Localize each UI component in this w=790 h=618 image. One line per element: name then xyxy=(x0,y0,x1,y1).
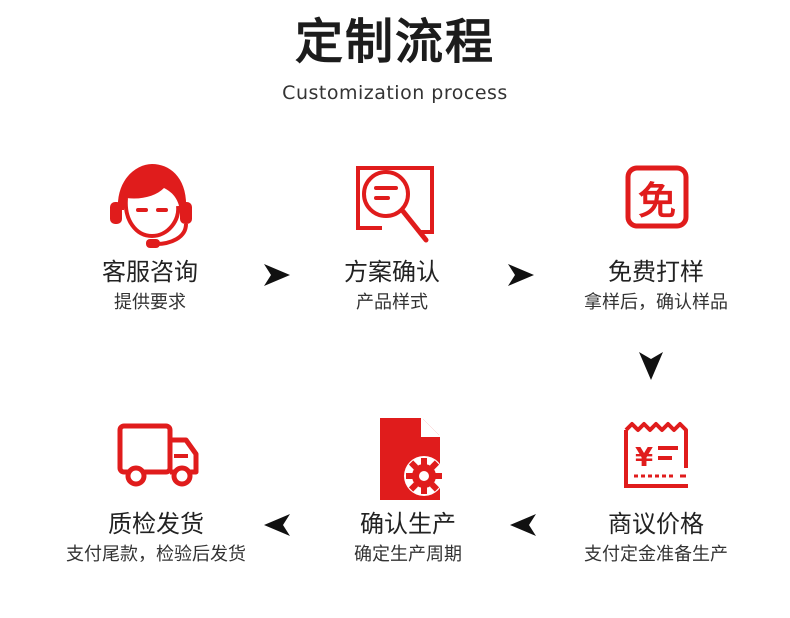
arrow-left-icon xyxy=(264,514,290,536)
arrow-down-icon xyxy=(639,352,663,380)
step-description: 拿样后，确认样品 xyxy=(584,292,728,313)
step-title: 商议价格 xyxy=(608,510,704,538)
step-title: 免费打样 xyxy=(608,258,704,286)
free-stamp-icon: 免 xyxy=(601,158,711,248)
step-description: 支付定金准备生产 xyxy=(584,544,728,565)
svg-text:免: 免 xyxy=(638,179,676,223)
page-subtitle: Customization process xyxy=(282,82,508,104)
arrow-right-icon xyxy=(508,264,534,286)
step-description: 确定生产周期 xyxy=(354,544,462,565)
arrow-right-icon xyxy=(264,264,290,286)
svg-text:¥: ¥ xyxy=(635,443,653,473)
step-title: 客服咨询 xyxy=(102,258,198,286)
page-title: 定制流程 xyxy=(294,14,495,70)
step-description: 支付尾款，检验后发货 xyxy=(66,544,246,565)
delivery-truck-icon xyxy=(101,410,211,500)
arrow-left-icon xyxy=(510,514,536,536)
search-document-icon xyxy=(337,158,447,248)
price-receipt-icon: ¥ xyxy=(601,410,711,500)
step-description: 产品样式 xyxy=(356,292,428,313)
step-description: 提供要求 xyxy=(114,292,186,313)
document-gear-icon xyxy=(353,410,463,500)
customer-service-icon xyxy=(95,158,205,248)
step-title: 质检发货 xyxy=(108,510,204,538)
step-title: 方案确认 xyxy=(344,258,440,286)
step-title: 确认生产 xyxy=(360,510,456,538)
